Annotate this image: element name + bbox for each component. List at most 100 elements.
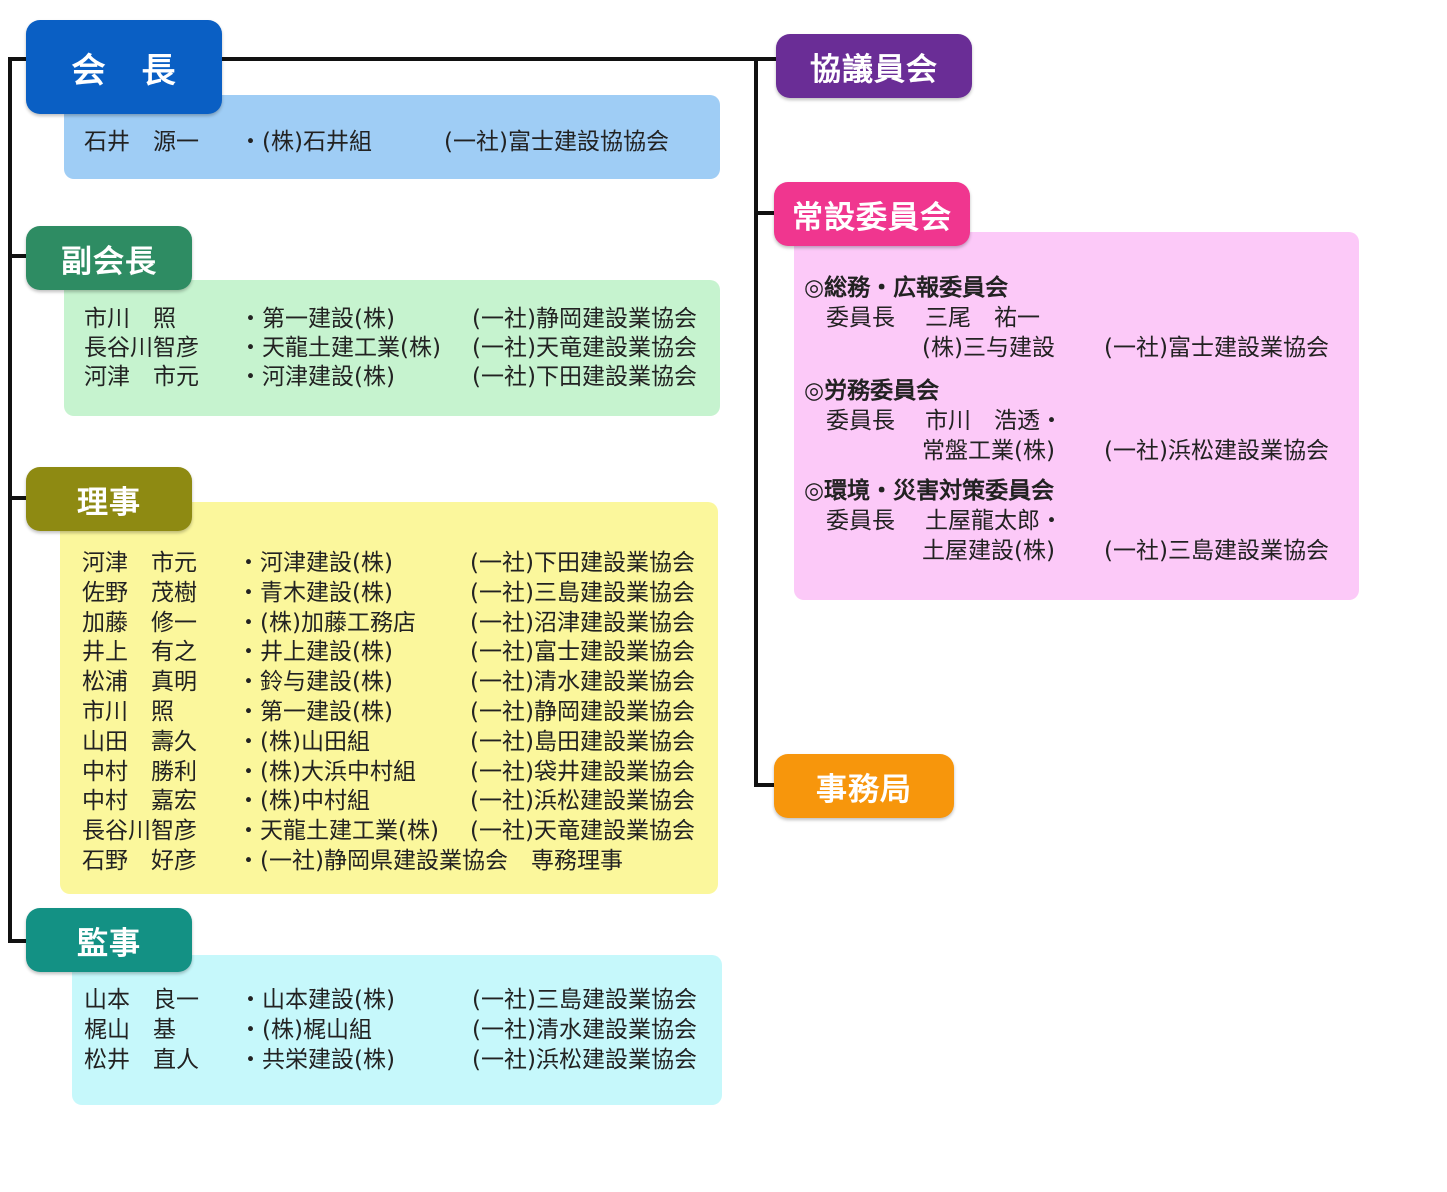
member-association: (一社)浜松建設業協会 bbox=[472, 1047, 697, 1073]
member-company: ・山本建設(株) bbox=[239, 987, 395, 1013]
member-row: 山田 壽久 ・(株)山田組 (一社)島田建設業協会 bbox=[82, 728, 722, 758]
right-spine bbox=[754, 57, 758, 787]
member-company: ・(株)加藤工務店 bbox=[237, 609, 416, 636]
secretariat-tag: 事務局 bbox=[774, 754, 954, 818]
member-name: 中村 嘉宏 bbox=[82, 788, 197, 815]
council-tag: 協議員会 bbox=[776, 34, 972, 98]
member-row: 中村 勝利 ・(株)大浜中村組 (一社)袋井建設業協会 bbox=[82, 758, 722, 788]
member-row: 梶山 基・(株)梶山組(一社)清水建設業協会 bbox=[84, 1016, 724, 1046]
left-spine bbox=[8, 57, 12, 943]
member-company: ・鈴与建設(株) bbox=[237, 669, 393, 696]
president-name: 石井 源一 bbox=[84, 129, 199, 155]
auditors-box bbox=[72, 955, 722, 1105]
member-row: 河津 市元・河津建設(株)(一社)下田建設業協会 bbox=[84, 363, 724, 392]
member-name: 井上 有之 bbox=[82, 639, 197, 666]
president-tag: 会 長 bbox=[26, 20, 222, 114]
member-association: (一社)静岡建設業協会 bbox=[470, 699, 695, 725]
member-name: 市川 照 bbox=[82, 699, 174, 725]
member-association: (一社)下田建設業協会 bbox=[470, 550, 695, 576]
member-row: 中村 嘉宏 ・(株)中村組 (一社)浜松建設業協会 bbox=[82, 787, 722, 817]
member-company: ・天龍土建工業(株) bbox=[239, 335, 441, 361]
auditors-label: 監事 bbox=[77, 925, 141, 962]
member-row: 山本 良一 ・山本建設(株) (一社)三島建設業協会 bbox=[84, 986, 724, 1016]
committee-box bbox=[794, 232, 1359, 600]
committee-association: (一社)三島建設業協会 bbox=[1104, 538, 1329, 564]
committee-association: (一社)富士建設業協会 bbox=[1104, 335, 1329, 361]
stub-committee bbox=[754, 211, 780, 215]
member-row: 加藤 修一 ・(株)加藤工務店 (一社)沼津建設業協会 bbox=[82, 609, 722, 639]
member-name: 石野 好彦 bbox=[82, 848, 197, 874]
member-name: 長谷川智彦 bbox=[82, 818, 197, 845]
member-name: 松浦 真明 bbox=[82, 669, 197, 696]
member-row: 河津 市元・河津建設(株)(一社)下田建設業協会 bbox=[82, 549, 722, 579]
member-row: 佐野 茂樹・青木建設(株)(一社)三島建設業協会 bbox=[82, 579, 722, 609]
member-company: ・(株)梶山組 bbox=[239, 1017, 372, 1043]
committee-chair-label: 委員長 bbox=[826, 508, 895, 534]
committee-tag: 常設委員会 bbox=[774, 182, 970, 246]
top-connector bbox=[220, 57, 760, 61]
member-association: (一社)島田建設業協会 bbox=[470, 728, 695, 755]
committee-association: (一社)浜松建設業協会 bbox=[1104, 438, 1329, 464]
committee-title: ◎労務委員会 bbox=[804, 378, 940, 404]
directors-label: 理事 bbox=[77, 484, 141, 521]
member-row: 市川 照・第一建設(株)(一社)静岡建設業協会 bbox=[84, 305, 724, 334]
member-company: ・(株)山田組 bbox=[237, 728, 370, 755]
committee-label: 常設委員会 bbox=[792, 199, 952, 236]
member-row: 松井 直人 ・共栄建設(株) (一社)浜松建設業協会 bbox=[84, 1046, 724, 1076]
member-company: ・(一社)静岡県建設業協会 専務理事 bbox=[237, 848, 623, 874]
vice-label: 副会長 bbox=[61, 243, 157, 280]
president-company: ・(株)石井組 bbox=[239, 129, 372, 155]
member-row: 井上 有之・井上建設(株)(一社)富士建設業協会 bbox=[82, 638, 722, 668]
committee-chair-name: 三尾 祐一 bbox=[925, 305, 1040, 331]
member-association: (一社)三島建設業協会 bbox=[470, 579, 695, 606]
member-name: 山田 壽久 bbox=[82, 728, 197, 755]
committee-chair-name: 市川 浩透・ bbox=[925, 408, 1063, 434]
member-row: 市川 照 ・第一建設(株) (一社)静岡建設業協会 bbox=[82, 698, 722, 728]
member-company: ・第一建設(株) bbox=[237, 699, 393, 725]
member-name: 中村 勝利 bbox=[82, 758, 197, 785]
member-row: 松浦 真明 ・鈴与建設(株) (一社)清水建設業協会 bbox=[82, 668, 722, 698]
member-company: ・河津建設(株) bbox=[237, 550, 393, 576]
member-row: 石野 好彦 ・(一社)静岡県建設業協会 専務理事 bbox=[82, 847, 722, 877]
committee-title: ◎環境・災害対策委員会 bbox=[804, 478, 1055, 504]
council-label: 協議員会 bbox=[810, 51, 938, 88]
member-association: (一社)袋井建設業協会 bbox=[470, 758, 695, 785]
member-association: (一社)静岡建設業協会 bbox=[472, 306, 697, 332]
member-association: (一社)天竜建設業協会 bbox=[470, 818, 695, 845]
stub-vice bbox=[8, 254, 28, 258]
member-company: ・青木建設(株) bbox=[237, 579, 393, 606]
vice-tag: 副会長 bbox=[26, 226, 192, 290]
member-company: ・天龍土建工業(株) bbox=[237, 818, 439, 845]
committee-company: (株)三与建設 bbox=[922, 335, 1055, 361]
committee-company: 常盤工業(株) bbox=[922, 438, 1055, 464]
member-name: 山本 良一 bbox=[84, 987, 199, 1013]
directors-box bbox=[60, 502, 718, 894]
stub-council bbox=[754, 57, 780, 61]
auditors-tag: 監事 bbox=[26, 908, 192, 972]
stub-president bbox=[8, 57, 28, 61]
committee-company: 土屋建設(株) bbox=[922, 538, 1055, 564]
vice-box bbox=[64, 280, 720, 416]
stub-auditors bbox=[8, 939, 28, 943]
member-row: 長谷川智彦 ・天龍土建工業(株) (一社)天竜建設業協会 bbox=[84, 334, 724, 363]
member-association: (一社)三島建設業協会 bbox=[472, 987, 697, 1013]
member-name: 梶山 基 bbox=[84, 1017, 176, 1043]
member-company: ・共栄建設(株) bbox=[239, 1047, 395, 1073]
member-association: (一社)下田建設業協会 bbox=[472, 364, 697, 390]
secretariat-label: 事務局 bbox=[816, 771, 912, 808]
member-association: (一社)天竜建設業協会 bbox=[472, 335, 697, 361]
member-name: 松井 直人 bbox=[84, 1047, 199, 1073]
member-company: ・第一建設(株) bbox=[239, 306, 395, 332]
member-company: ・(株)中村組 bbox=[237, 788, 370, 815]
stub-directors bbox=[8, 496, 28, 500]
directors-tag: 理事 bbox=[26, 467, 192, 531]
member-name: 加藤 修一 bbox=[82, 609, 197, 636]
committee-title: ◎総務・広報委員会 bbox=[804, 275, 1009, 301]
member-company: ・井上建設(株) bbox=[237, 639, 393, 666]
president-association: (一社)富士建設協協会 bbox=[444, 129, 669, 155]
member-association: (一社)浜松建設業協会 bbox=[470, 788, 695, 815]
member-association: (一社)清水建設業協会 bbox=[470, 669, 695, 696]
member-name: 長谷川智彦 bbox=[84, 335, 199, 361]
member-company: ・(株)大浜中村組 bbox=[237, 758, 416, 785]
member-association: (一社)沼津建設業協会 bbox=[470, 609, 695, 636]
